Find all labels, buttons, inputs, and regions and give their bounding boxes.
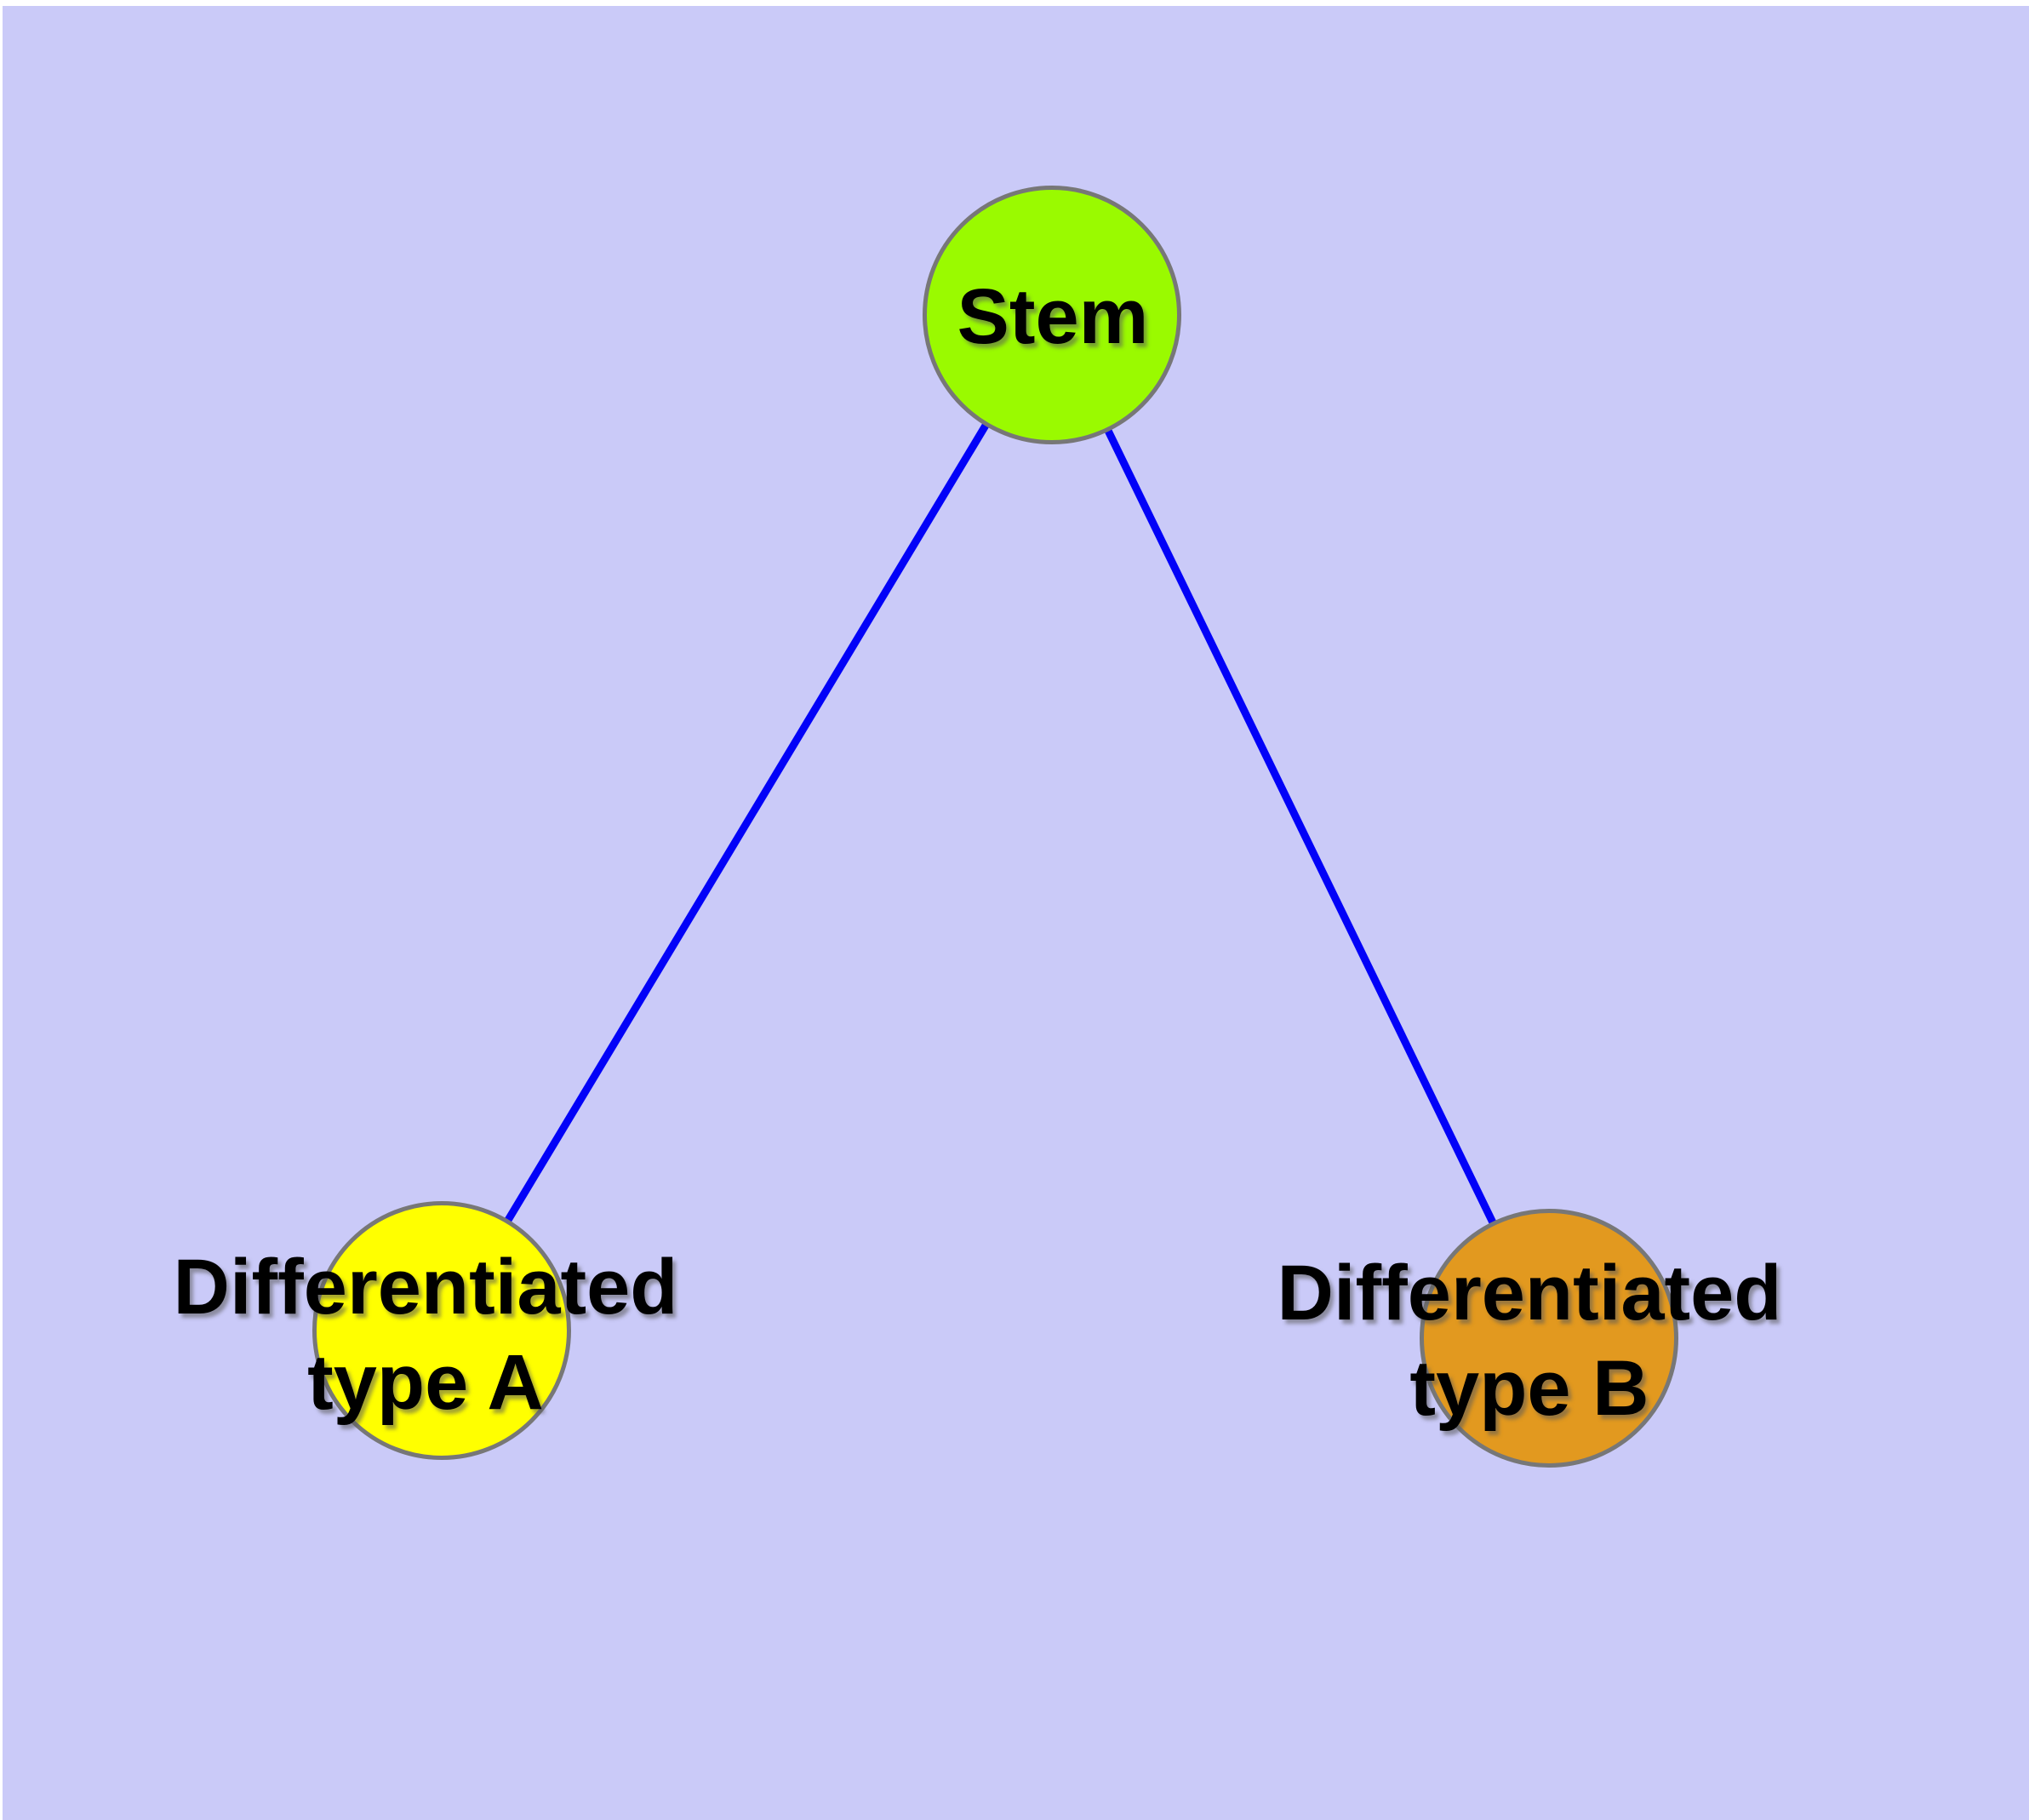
edge-stem-to-type-a	[438, 312, 1055, 1333]
edge-stem-to-type-b	[1048, 313, 1553, 1340]
node-stem	[923, 186, 1181, 444]
node-differentiated-type-b	[1420, 1209, 1678, 1468]
node-differentiated-type-a	[312, 1201, 571, 1460]
